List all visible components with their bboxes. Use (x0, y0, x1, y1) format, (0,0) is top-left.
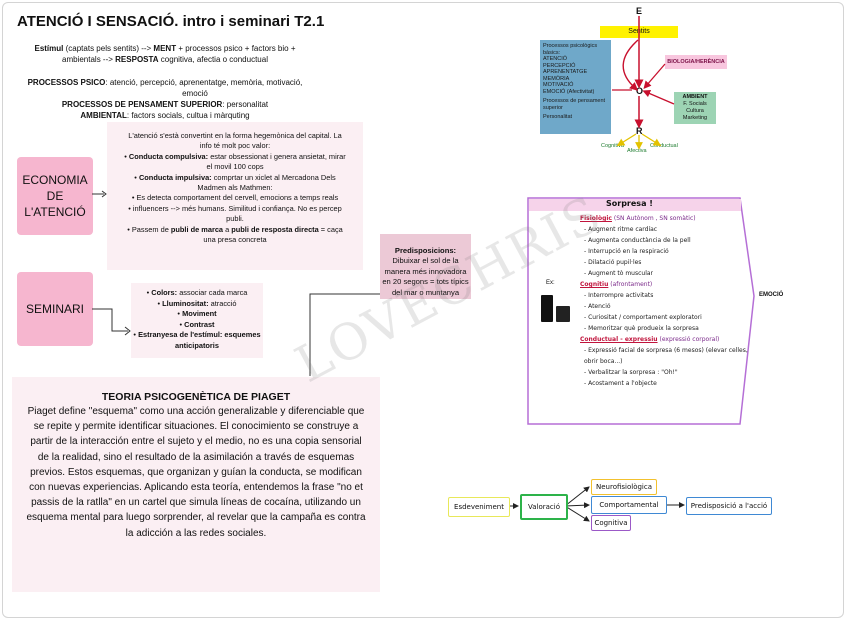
resposta-label: RESPOSTA (115, 55, 158, 64)
bullet-text: estar obsessionat i genera ansietat, mir… (206, 152, 345, 171)
fisiologic-note: (SN Autònom , SN somàtic) (612, 215, 696, 222)
bullet-text: atracció (209, 299, 237, 308)
processos-psico-text: : atenció, percepció, aprenentatge, memò… (105, 78, 302, 87)
conductual-head: Conductual - expressiu (580, 336, 658, 343)
bullet-text: Passem de (132, 225, 171, 234)
predisposicions-text: Dibuixar el sol de la manera més innovad… (380, 256, 471, 298)
estimul-label: Estímul (34, 44, 63, 53)
cognitiu-item: - Curiositat / comportament exploratori (580, 312, 758, 323)
pensament-label: PROCESSOS DE PENSAMENT SUPERIOR (62, 100, 222, 109)
fisiologic-head: Fisiològic (580, 215, 612, 222)
console-image (541, 295, 553, 322)
fisiologic-list: - Augment ritme cardíac- Augmenta conduc… (580, 224, 758, 279)
processes-text: PROCESSOS PSICO: atenció, percepció, apr… (5, 77, 325, 121)
controller-image (556, 306, 570, 322)
ment-label: MENT (153, 44, 176, 53)
conductual-item: - Expressió facial de sorpresa (6 mesos)… (580, 345, 758, 367)
economia-line: ECONOMIA (22, 172, 87, 188)
ambiental-text: : factors socials, cultua i màrquting (127, 111, 250, 120)
processos-psico-label: PROCESSOS PSICO (28, 78, 106, 87)
cognitiu-head: Cognitiu (580, 281, 608, 288)
cognitiu-item: - Memoritzar què produeix la sorpresa (580, 323, 758, 334)
fisiologic-item: - Augmenta conductància de la pell (580, 235, 758, 246)
sorpresa-title: Sorpresa ! (606, 199, 653, 208)
economia-bullet: • Es detecta comportament del cervell, e… (123, 193, 347, 203)
fisiologic-item: - Augment ritme cardíac (580, 224, 758, 235)
piaget-box: TEORIA PSICOGENÈTICA DE PIAGET Piaget de… (12, 377, 380, 592)
emocio-label: EMOCIÓ (759, 292, 783, 298)
sorpresa-content: Fisiològic (SN Autònom , SN somàtic) - A… (580, 213, 758, 389)
seminari-arrow (92, 305, 134, 337)
seminari-label-box: SEMINARI (17, 272, 93, 346)
cognitiva-box: Cognitiva (591, 515, 631, 531)
intro-text: Estímul (captats pels sentits) --> MENT … (10, 43, 320, 65)
economia-line: DE (22, 188, 87, 204)
seminari-bullet: • Colors: associar cada marca (131, 288, 263, 299)
economia-bullet: • influencers --> més humans. Similitud … (123, 204, 347, 225)
bold-term: Lluminositat: (162, 299, 208, 308)
seminari-content-box: • Colors: associar cada marca • Lluminos… (131, 283, 263, 358)
seminari-bullet: • Estranyesa de l'estímul: esquemes anti… (131, 330, 263, 351)
predisposicions-box: Predisposicions: Dibuixar el sol de la m… (380, 234, 471, 299)
ment-rest: + processos psico + factors bio + (176, 44, 295, 53)
bold-term: Contrast (184, 320, 214, 329)
cognitiu-item: - Interrompre activitats (580, 290, 758, 301)
resposta-rest: cognitiva, afectia o conductual (159, 55, 268, 64)
bullet-text: associar cada marca (177, 288, 247, 297)
ex-label: Ex: (546, 280, 555, 286)
bold-term: Estranyesa de l'estímul: esquemes antici… (138, 330, 261, 350)
fisiologic-item: - Dilatació pupil·les (580, 257, 758, 268)
economia-bullet: • Conducta impulsiva: comprtar un xiclet… (123, 173, 347, 194)
seminari-bullet: • Moviment (131, 309, 263, 320)
eor-arrows (540, 0, 740, 160)
predisposicio-box: Predisposició a l'acció (686, 497, 772, 515)
estimul-rest: (captats pels sentits) --> (63, 44, 153, 53)
bold-term: Conducta impulsiva: (139, 173, 212, 182)
fisiologic-item: - Interrupció en la respiració (580, 246, 758, 257)
page-title: ATENCIÓ I SENSACIÓ. intro i seminari T2.… (17, 13, 324, 30)
bullet-text: Es detecta comportament del cervell, emo… (136, 193, 338, 202)
comportamental-box: Comportamental (591, 496, 667, 514)
ambiental-label: AMBIENTAL (80, 111, 127, 120)
predisposicions-title: Predisposicions: (380, 246, 471, 256)
economia-label-box: ECONOMIA DE L'ATENCIÓ (17, 157, 93, 235)
bullet-text: influencers --> més humans. Similitud i … (133, 204, 342, 223)
cognitiu-list: - Interrompre activitats- Atenció- Curio… (580, 290, 758, 334)
economia-line: L'ATENCIÓ (22, 204, 87, 220)
seminari-bullet: • Contrast (131, 320, 263, 331)
economia-arrow (92, 188, 108, 200)
processos-psico-text2: emoció (65, 88, 325, 99)
bullet-text: comprtar un xiclet al Mercadona Dels Mad… (197, 173, 335, 192)
pensament-text: : personalitat (222, 100, 268, 109)
bold-term: Colors: (151, 288, 177, 297)
bold-term: publi de resposta directa (231, 225, 318, 234)
conductual-note: (expressió corporal) (658, 336, 720, 343)
bold-term: Moviment (182, 309, 217, 318)
fisiologic-item: - Augment tò muscular (580, 268, 758, 279)
economia-bullet: • Passem de publi de marca a publi de re… (123, 225, 347, 246)
cognitiu-note: (afrontament) (608, 281, 652, 288)
conductual-list: - Expressió facial de sorpresa (6 mesos)… (580, 345, 758, 389)
neurofisiologica-box: Neurofisiològica (591, 479, 657, 495)
economia-intro: L'atenció s'està convertint en la forma … (123, 131, 347, 152)
economia-bullet: • Conducta compulsiva: estar obsessionat… (123, 152, 347, 173)
piaget-body: Piaget define "esquema" como una acción … (24, 404, 368, 541)
cognitiu-item: - Atenció (580, 301, 758, 312)
bold-term: publi de marca (171, 225, 223, 234)
esdeveniment-box: Esdeveniment (448, 497, 510, 517)
conductual-item: - Verbalitzar la sorpresa : "Oh!" (580, 367, 758, 378)
piaget-title: TEORIA PSICOGENÈTICA DE PIAGET (24, 391, 368, 404)
economia-content-box: L'atenció s'està convertint en la forma … (107, 122, 363, 270)
line2-pre: ambientals --> (62, 55, 115, 64)
seminari-bullet: • Lluminositat: atracció (131, 299, 263, 310)
conductual-item: - Acostament a l'objecte (580, 378, 758, 389)
piaget-connector (300, 260, 384, 380)
valoracio-box: Valoració (520, 494, 568, 520)
bold-term: Conducta compulsiva: (129, 152, 208, 161)
